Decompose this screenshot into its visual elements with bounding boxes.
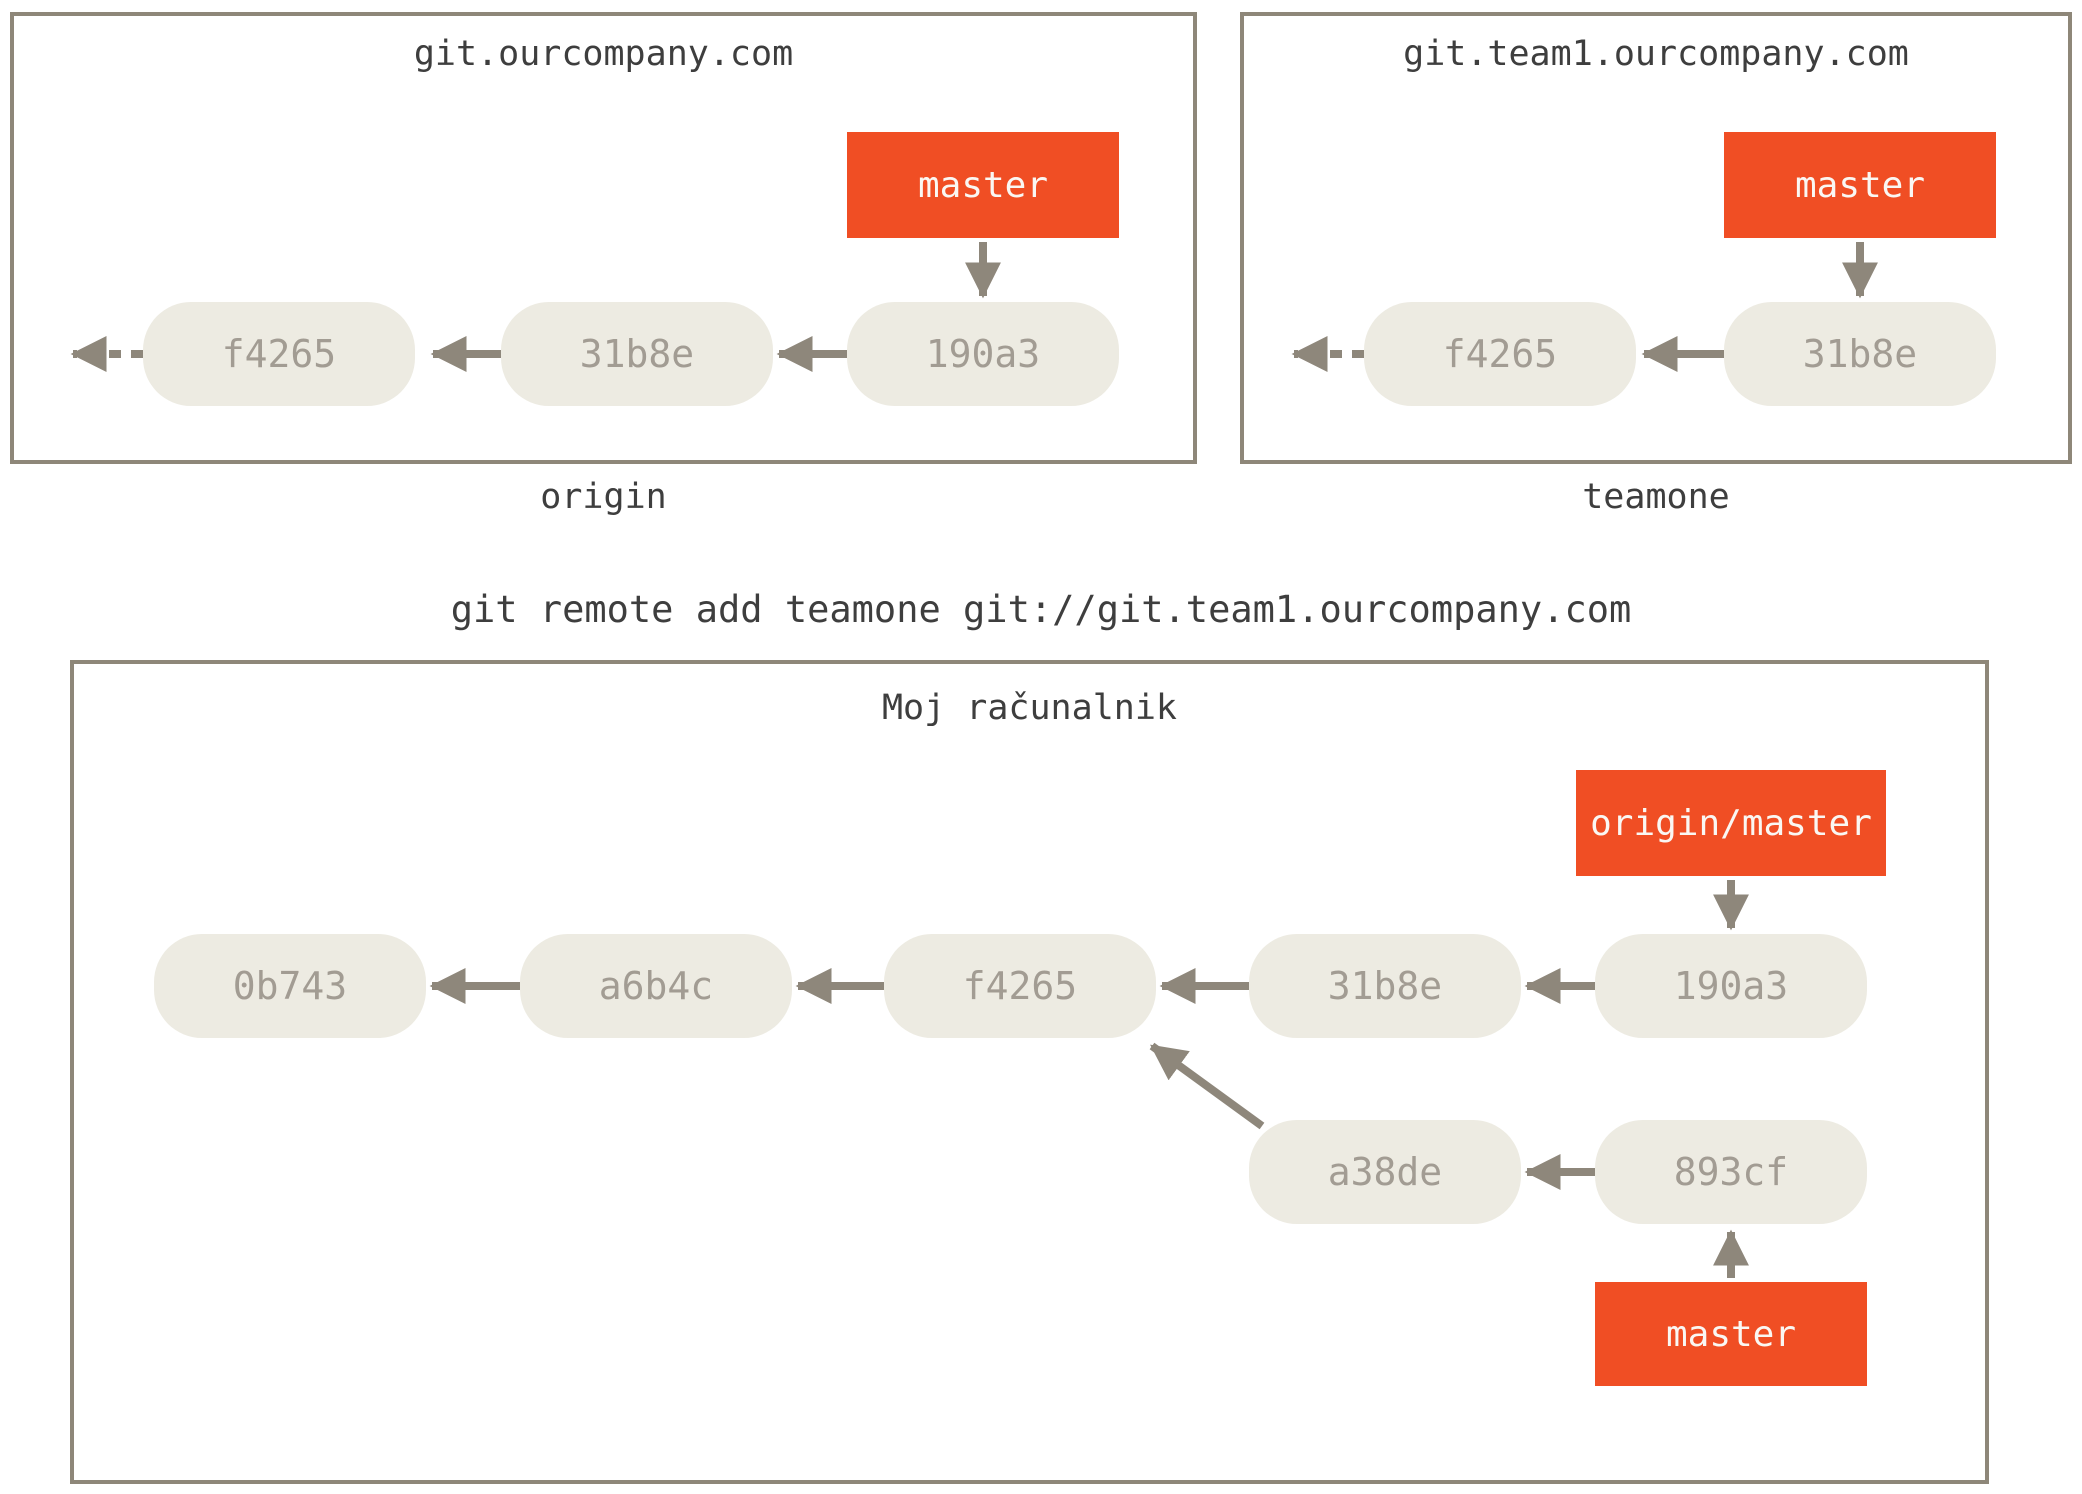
local-master-ref-box: master: [1595, 1282, 1867, 1386]
commit-pill: 31b8e: [1724, 302, 1996, 406]
local-origin-master-ref-box: origin/master: [1576, 770, 1886, 876]
teamone-master-ref-box: master: [1724, 132, 1996, 238]
remote-origin-label: origin: [540, 477, 667, 517]
commit-pill: f4265: [884, 934, 1156, 1038]
local-repo-title: Moj računalnik: [881, 688, 1177, 728]
commit-pill: a6b4c: [520, 934, 792, 1038]
remote-teamone-label: teamone: [1582, 477, 1730, 517]
remote-teamone-title: git.team1.ourcompany.com: [1403, 34, 1909, 74]
commit-pill: 190a3: [847, 302, 1119, 406]
commit-pill: 31b8e: [501, 302, 773, 406]
commit-pill: 31b8e: [1249, 934, 1521, 1038]
commit-pill: f4265: [143, 302, 415, 406]
remote-origin-title: git.ourcompany.com: [413, 34, 794, 74]
git-command-text: git remote add teamone git://git.team1.o…: [450, 588, 1632, 631]
origin-master-ref-box: master: [847, 132, 1119, 238]
commit-pill: a38de: [1249, 1120, 1521, 1224]
commit-pill: 0b743: [154, 934, 426, 1038]
commit-pill: f4265: [1364, 302, 1636, 406]
commit-pill: 893cf: [1595, 1120, 1867, 1224]
commit-pill: 190a3: [1595, 934, 1867, 1038]
